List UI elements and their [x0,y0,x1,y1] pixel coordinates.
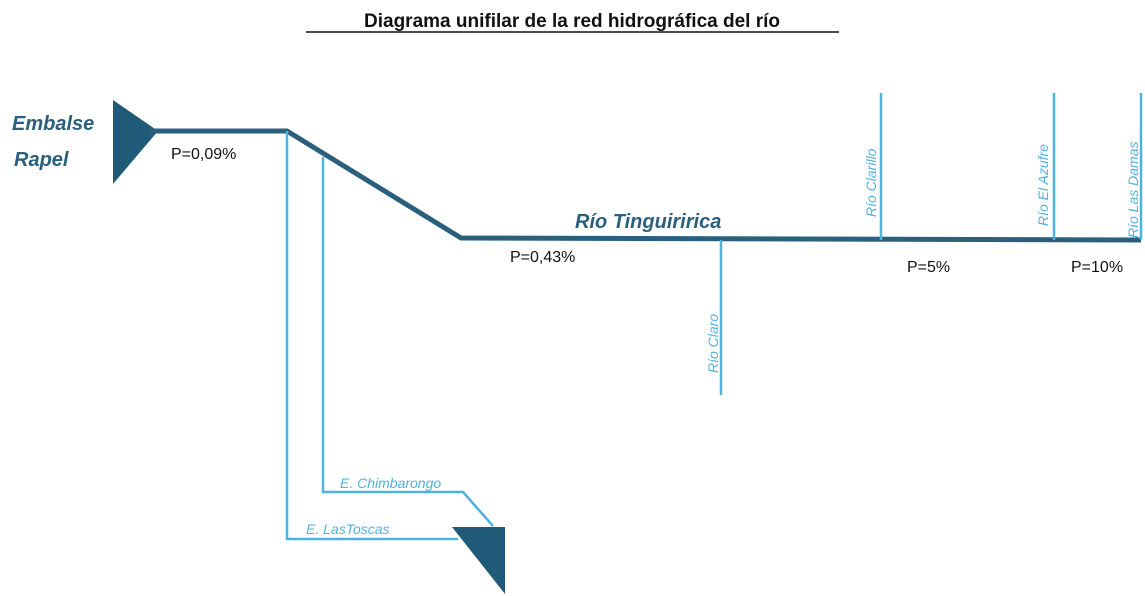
estero-chimbarongo-line [321,157,494,527]
slope-label: P=0,09% [171,146,236,163]
estero-las-toscas-line [285,131,458,541]
diagram-title: Diagrama unifilar de la red hidrográfica… [364,11,780,32]
main-river-label: Río Tinguiririca [575,211,721,233]
slope-label: P=0,43% [510,249,575,266]
tributary-las-damas-label: Río Las Damas [1125,142,1141,238]
estero-las-toscas-label: E. LasToscas [306,521,390,537]
outlet-reservoir-marker [452,527,505,594]
estero-chimbarongo-label: E. Chimbarongo [340,475,441,491]
slope-label: P=10% [1071,259,1123,276]
main-river-line [150,128,1142,243]
tributary-claro-label: Río Claro [705,314,721,373]
reservoir-label-line2: Rapel [14,149,69,171]
tributary-clarillo-label: Río Clarillo [863,148,879,217]
tributary-azufre-label: Río El Azufre [1035,144,1051,226]
reservoir-label-line1: Embalse [12,113,94,135]
reservoir-marker [113,100,158,184]
slope-label: P=5% [907,259,950,276]
